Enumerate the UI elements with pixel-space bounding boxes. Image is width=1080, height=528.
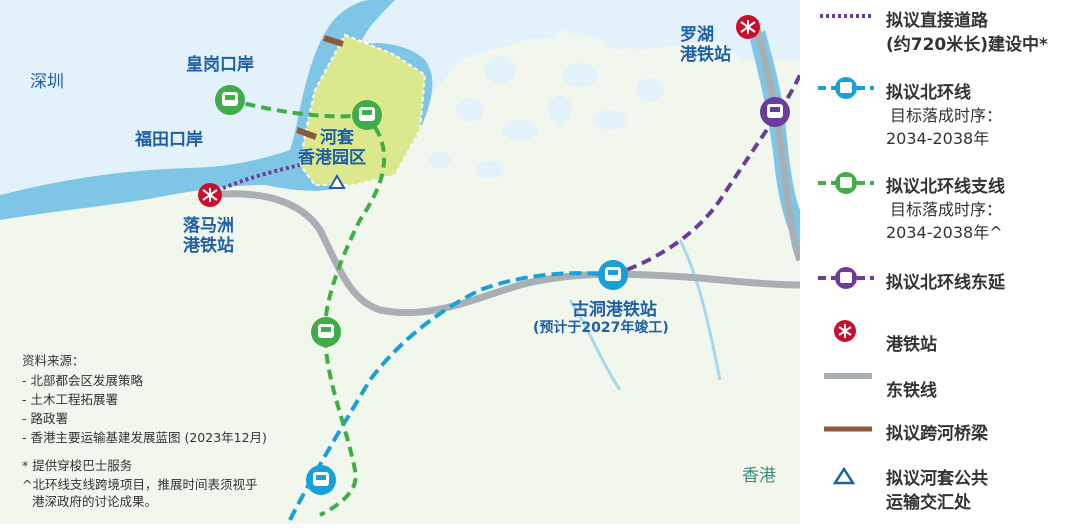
map-area: 深圳 香港 皇岗口岸 福田口岸 河套 香港园区 落马洲 港铁站 罗湖 港铁站 古… <box>0 0 804 524</box>
train-icon-kwutung <box>598 260 628 290</box>
legend-mtr-station: 港铁站 <box>886 335 937 355</box>
train-icon-spur-south <box>311 317 341 347</box>
hetao-label-line1: 河套 <box>320 128 354 148</box>
train-icon-hetao <box>352 100 382 130</box>
futian-label: 福田口岸 <box>135 130 203 150</box>
source-item-1: - 北部都会区发展策略 <box>22 373 143 388</box>
legend-nol-spur: 拟议北环线支线 <box>886 177 1005 197</box>
legend-nol-east: 拟议北环线东延 <box>886 273 1005 293</box>
legend-hub-1: 拟议河套公共 <box>886 469 988 489</box>
east-rail-line <box>209 190 801 317</box>
note-1: * 提供穿梭巴士服务 <box>22 458 133 473</box>
legend-spur-target-1: 目标落成时序： <box>890 200 1003 219</box>
lok-ma-chau-label: 落马洲 港铁站 <box>183 216 234 257</box>
legend-nol: 拟议北环线 <box>886 83 971 103</box>
note-2: ^北环线支线跨境项目，推展时间表须视乎 <box>22 477 258 492</box>
train-icon-south <box>306 465 336 495</box>
hetao-label: 河套 香港园区 <box>298 128 366 169</box>
nol-east-route <box>611 74 802 277</box>
legend-direct-road-1: 拟议直接道路 <box>886 11 988 31</box>
river-islets <box>428 21 664 179</box>
stream-2 <box>678 239 722 381</box>
legend-hub-2: 运输交汇处 <box>886 493 971 513</box>
legend-nol-target-1: 目标落成时序： <box>890 106 1003 125</box>
east-rail-legend-icon <box>824 373 872 379</box>
hetao-label-line2: 香港园区 <box>298 148 366 169</box>
hk-label: 香港 <box>742 466 776 486</box>
lmc-line1: 落马洲 <box>183 216 234 236</box>
hetao-hub-triangle-icon <box>328 174 346 189</box>
kt-line2: (预计于2027年竣工) <box>533 320 669 337</box>
spur-route-1 <box>229 98 366 119</box>
legend-direct-road-2: (约720米长)建设中* <box>886 35 1048 55</box>
sources-title: 资料来源： <box>22 353 85 368</box>
mtr-logo-icon <box>834 320 856 342</box>
nol-east-legend-icon <box>818 267 874 289</box>
legend-nol-target-2: 2034-2038年 <box>886 129 990 148</box>
bridge-west <box>295 127 318 140</box>
map-svg <box>0 0 804 524</box>
bridge-north <box>323 35 344 47</box>
train-icon-nol-east <box>760 97 790 127</box>
kwu-tung-label: 古洞港铁站 (预计于2027年竣工) <box>533 300 669 337</box>
direct-road-legend-icon <box>820 14 872 18</box>
spur-legend-icon <box>818 172 874 194</box>
note-3: 港深政府的讨论成果。 <box>32 494 158 509</box>
bridge-legend-icon <box>824 426 872 432</box>
kt-line1: 古洞港铁站 <box>571 300 657 320</box>
source-item-3: - 路政署 <box>22 411 68 426</box>
huanggang-label: 皇岗口岸 <box>186 55 254 75</box>
nol-route <box>288 271 613 521</box>
source-item-2: - 土木工程拓展署 <box>22 392 118 407</box>
stream <box>568 299 622 391</box>
lowu-line2: 港铁站 <box>680 45 731 66</box>
legend-bridge: 拟议跨河桥梁 <box>886 424 988 444</box>
east-rail-line-north <box>751 19 804 262</box>
nol-legend-icon <box>818 77 874 99</box>
train-icon-huanggang <box>215 85 245 115</box>
triangle-icon <box>832 466 856 485</box>
lowu-line1: 罗湖 <box>680 25 714 45</box>
mtr-logo-icon-lowu <box>736 15 760 39</box>
lo-wu-label: 罗湖 港铁站 <box>680 25 731 66</box>
mtr-logo-icon-lmc <box>198 183 222 207</box>
lmc-line2: 港铁站 <box>183 236 234 257</box>
legend-east-rail: 东铁线 <box>886 381 937 401</box>
shenzhen-label: 深圳 <box>30 72 64 92</box>
legend: 拟议直接道路 (约720米长)建设中* 拟议北环线 目标落成时序： 2034-2… <box>800 0 1080 524</box>
legend-spur-target-2: 2034-2038年^ <box>886 223 1003 242</box>
source-item-4: - 香港主要运输基建发展蓝图 (2023年12月) <box>22 430 267 445</box>
